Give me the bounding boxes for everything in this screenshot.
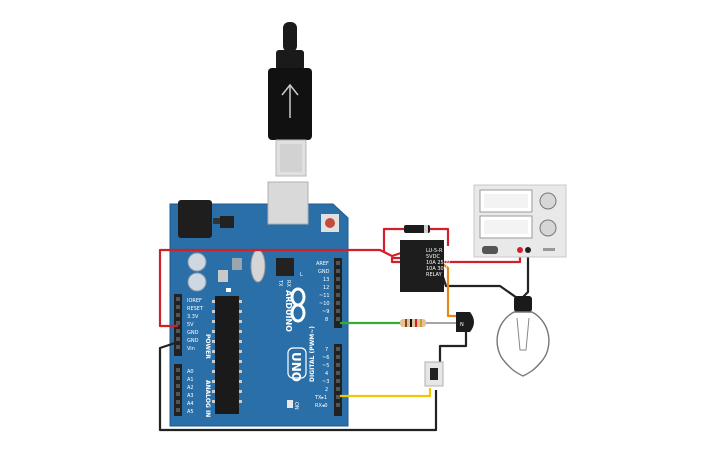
pin-label-5v: 5V	[187, 322, 194, 328]
pin-label-tx1: TX▸1	[314, 395, 327, 401]
power-supply-icon[interactable]	[473, 184, 567, 258]
wire-relay-black[interactable]	[440, 273, 521, 301]
arduino-board[interactable]: IOREF RESET 3.3V 5V GND GND Vin POWER A0…	[169, 181, 349, 427]
relay-text-4: 10A 30V	[426, 266, 448, 272]
ic-pins	[212, 300, 242, 403]
relay-text-3: 10A 250V	[426, 260, 451, 266]
relay-text-1: LU-5-R	[426, 248, 443, 254]
resistor-icon[interactable]	[400, 319, 458, 327]
pin-label-a3: A3	[187, 393, 194, 399]
pin-label-reset: RESET	[187, 306, 204, 312]
wire-gnd-black[interactable]	[158, 340, 438, 432]
header-holes	[176, 261, 340, 412]
pin-label-a1: A1	[187, 377, 194, 383]
analog-header-label: ANALOG IN	[204, 380, 211, 417]
pin-label-12: 12	[323, 285, 329, 291]
wires	[158, 227, 530, 432]
pin-label-a4: A4	[187, 401, 194, 407]
wire-psu-red-2[interactable]	[430, 227, 450, 246]
pin-label-a5: A5	[187, 409, 194, 415]
pin-label-gnd-1: GND	[187, 330, 199, 336]
wire-pin2-yellow[interactable]	[340, 388, 432, 398]
analog-header	[174, 364, 182, 416]
board-name-label: UNO	[289, 352, 303, 382]
pin-label-3: ~3	[322, 379, 329, 385]
wire-psu-red[interactable]	[382, 227, 406, 252]
pin-label-10: ~10	[319, 301, 330, 307]
l-label: L	[300, 272, 303, 278]
digital-header-label: DIGITAL (PWM~)	[309, 326, 316, 382]
pin-label-rx0: RX◂0	[315, 403, 328, 409]
arduino-infinity-logo	[290, 287, 306, 323]
transistor-label: N	[460, 322, 464, 328]
pin-label-2: 2	[325, 387, 328, 393]
relay-text-2: 5VDC	[426, 254, 440, 260]
wire-5v-red[interactable]	[158, 248, 402, 328]
pin-label-4: 4	[325, 371, 328, 377]
pin-label-ioref: IOREF	[187, 298, 202, 304]
pin-label-gnd-d: GND	[318, 269, 330, 275]
pin-label-5: ~5	[322, 363, 329, 369]
brand-label: ARDUINO	[284, 290, 293, 332]
pin-label-a0: A0	[187, 369, 194, 375]
pin-label-13: 13	[323, 277, 329, 283]
pin-label-11: ~11	[319, 293, 330, 299]
relay-icon[interactable]: LU-5-R 5VDC 10A 250V 10A 30V RELAY	[400, 240, 451, 292]
light-bulb-icon[interactable]	[496, 296, 550, 377]
on-label: ON	[293, 402, 299, 410]
pin-label-aref: AREF	[316, 261, 329, 267]
pin-label-gnd-2: GND	[187, 338, 199, 344]
wire-bulb-black[interactable]	[519, 252, 530, 301]
tx-label: TX	[277, 279, 283, 287]
rx-label: RX	[285, 280, 291, 287]
pushbutton-icon[interactable]	[424, 361, 444, 387]
pin-label-6: ~6	[322, 355, 329, 361]
usb-plug-icon[interactable]	[268, 22, 312, 177]
relay-text-5: RELAY	[426, 272, 443, 278]
wire-psu-red-3[interactable]	[390, 250, 522, 264]
pin-label-9: ~9	[322, 309, 329, 315]
diode-icon[interactable]	[404, 225, 430, 233]
pin-label-vin: Vin	[187, 346, 195, 352]
pin-label-7: 7	[325, 347, 328, 353]
power-header-label: POWER	[204, 334, 211, 359]
transistor-icon[interactable]: N	[456, 312, 474, 332]
pin-label-3v3: 3.3V	[187, 314, 199, 320]
pin-label-8: 8	[325, 317, 328, 323]
pin-label-a2: A2	[187, 385, 194, 391]
wire-gnd-transistor[interactable]	[438, 332, 468, 366]
